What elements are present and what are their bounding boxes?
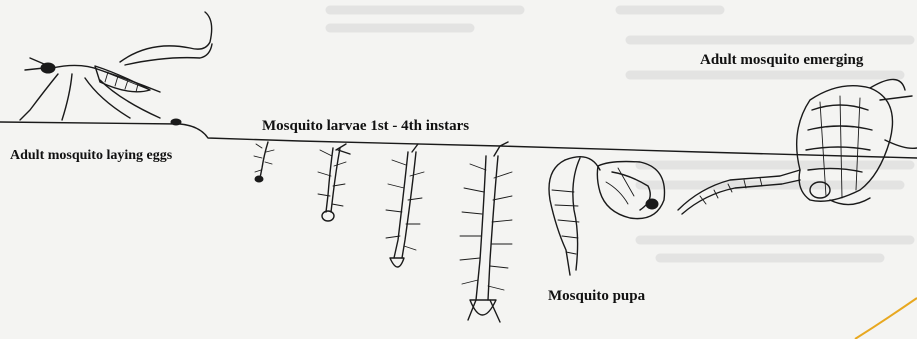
- adult-mosquito-laying-icon: [20, 12, 212, 125]
- label-larvae: Mosquito larvae 1st - 4th instars: [262, 118, 469, 135]
- label-adult-laying: Adult mosquito laying eggs: [10, 148, 172, 164]
- label-pupa: Mosquito pupa: [548, 288, 645, 305]
- pupa-2-icon: [597, 162, 664, 219]
- pupa-1-icon: [549, 157, 600, 275]
- larva-3rd-instar-icon: [386, 144, 424, 267]
- larva-4th-instar-icon: [460, 142, 512, 322]
- accent-curve: [855, 298, 917, 339]
- label-adult-emerging: Adult mosquito emerging: [700, 52, 863, 69]
- adult-mosquito-emerging-icon: [678, 79, 917, 214]
- larva-2nd-instar-icon: [318, 144, 350, 221]
- larva-1st-instar-icon: [254, 142, 274, 182]
